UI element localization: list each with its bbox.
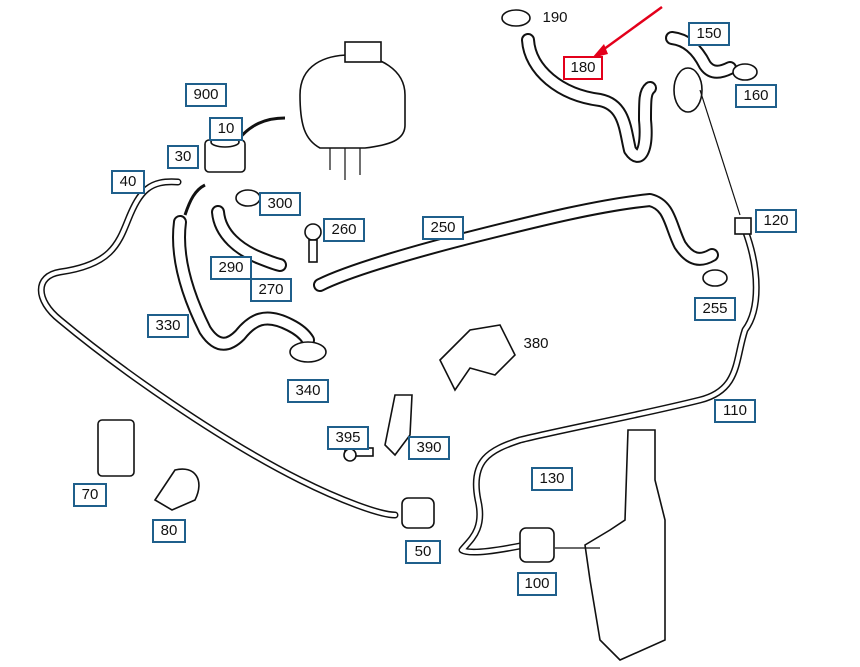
- clamp-340: [289, 341, 327, 363]
- coolant-line-40: [37, 178, 399, 519]
- leader-line: [699, 89, 741, 216]
- callout-160[interactable]: 160: [735, 84, 777, 108]
- callout-255[interactable]: 255: [694, 297, 736, 321]
- clamp-50: [401, 497, 435, 529]
- reservoir-tank: [584, 429, 666, 661]
- callout-190[interactable]: 190: [542, 9, 568, 26]
- callout-300[interactable]: 300: [259, 192, 301, 216]
- callout-30[interactable]: 30: [167, 145, 199, 169]
- callout-130[interactable]: 130: [531, 467, 573, 491]
- callout-150[interactable]: 150: [688, 22, 730, 46]
- callout-395[interactable]: 395: [327, 426, 369, 450]
- callout-10[interactable]: 10: [209, 117, 243, 141]
- direction-arrow: [183, 183, 206, 216]
- clamp-160: [732, 63, 758, 81]
- cable-tie-80: [153, 468, 200, 511]
- callout-250[interactable]: 250: [422, 216, 464, 240]
- highlight-arrow: [592, 5, 663, 58]
- coolant-line-110: [458, 226, 760, 556]
- hose-290: [211, 205, 287, 272]
- callout-70[interactable]: 70: [73, 483, 107, 507]
- callout-40[interactable]: 40: [111, 170, 145, 194]
- expansion-tank: [299, 41, 406, 180]
- callout-110[interactable]: 110: [714, 399, 756, 423]
- bolt-260: [304, 223, 322, 263]
- bracket-380: [439, 324, 516, 392]
- clamp-100: [519, 527, 555, 563]
- control-module-70: [97, 419, 135, 477]
- clamp-255: [702, 269, 728, 287]
- callout-340[interactable]: 340: [287, 379, 329, 403]
- direction-arrow: [236, 116, 286, 141]
- clamp-300: [235, 189, 261, 207]
- hose-250: [313, 193, 719, 292]
- callout-900[interactable]: 900: [185, 83, 227, 107]
- callout-380[interactable]: 380: [523, 335, 549, 352]
- thermostat-housing: [673, 67, 703, 113]
- callout-120[interactable]: 120: [755, 209, 797, 233]
- callout-100[interactable]: 100: [517, 572, 557, 596]
- pump-10: [204, 136, 246, 173]
- clamp-190: [501, 9, 531, 27]
- callout-270[interactable]: 270: [250, 278, 292, 302]
- callout-50[interactable]: 50: [405, 540, 441, 564]
- callout-180[interactable]: 180: [563, 56, 603, 80]
- hose-150: [665, 31, 737, 79]
- callout-80[interactable]: 80: [152, 519, 186, 543]
- callout-260[interactable]: 260: [323, 218, 365, 242]
- hose-180: [521, 33, 657, 163]
- callout-330[interactable]: 330: [147, 314, 189, 338]
- callout-290[interactable]: 290: [210, 256, 252, 280]
- callout-390[interactable]: 390: [408, 436, 450, 460]
- connector-120: [734, 217, 752, 235]
- hose-330: [172, 215, 315, 351]
- bracket-390: [384, 394, 413, 457]
